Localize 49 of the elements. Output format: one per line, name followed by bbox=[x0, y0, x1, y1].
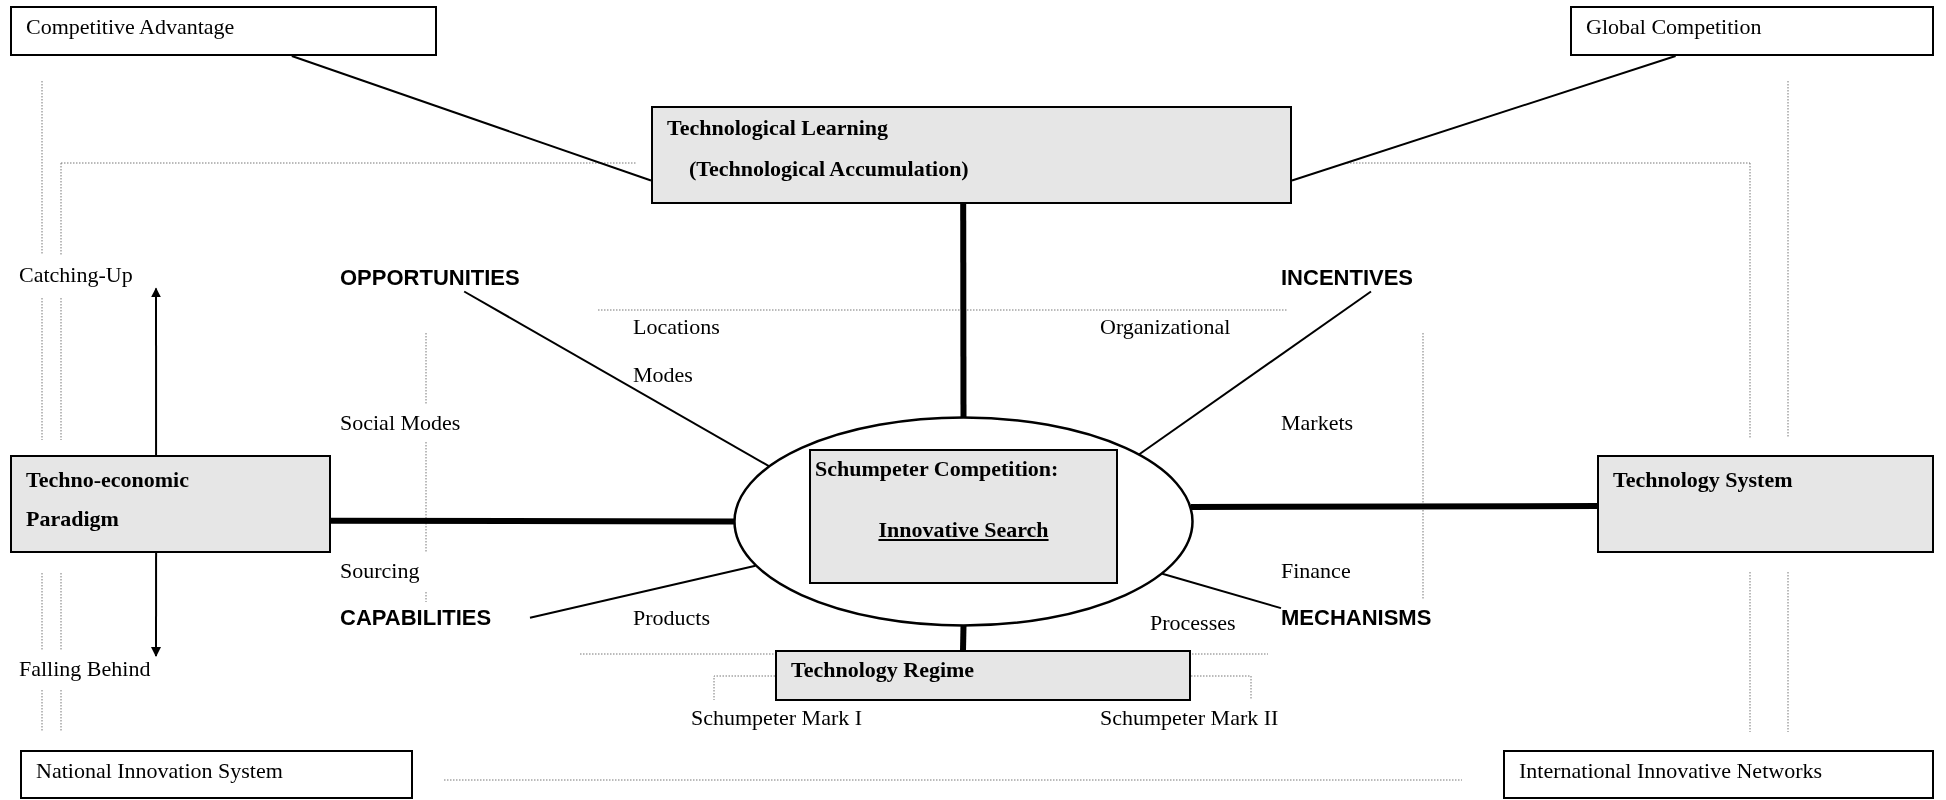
box-text: (Technological Accumulation) bbox=[689, 154, 969, 183]
box-text: Techno-economic Paradigm bbox=[26, 466, 190, 533]
concept-box bbox=[809, 449, 1118, 584]
connector-line bbox=[1161, 572, 1282, 610]
connector-line bbox=[331, 517, 734, 525]
concept-box bbox=[10, 6, 437, 56]
connector-line bbox=[1190, 503, 1597, 510]
concept-box bbox=[1570, 6, 1934, 56]
factor-label: Products bbox=[633, 605, 710, 632]
box-text: Innovative Search bbox=[878, 515, 1049, 544]
factor-label: Sourcing bbox=[340, 558, 420, 585]
connector-line bbox=[463, 290, 770, 468]
factor-label: Markets bbox=[1281, 410, 1354, 437]
connector-line bbox=[960, 204, 967, 417]
category-heading: MECHANISMS bbox=[1281, 604, 1471, 632]
concept-box bbox=[1503, 750, 1934, 799]
connector-line bbox=[529, 564, 757, 619]
factor-label: Organizational bbox=[1100, 314, 1231, 341]
concept-box bbox=[775, 650, 1191, 701]
box-text: Global Competition bbox=[1586, 13, 1762, 41]
arrow bbox=[151, 287, 161, 456]
factor-label: Finance bbox=[1281, 558, 1351, 585]
factor-label: Modes bbox=[633, 362, 693, 389]
box-text: International Innovative Networks bbox=[1519, 757, 1822, 785]
box-text: Competitive Advantage bbox=[26, 13, 235, 41]
box-text: Schumpeter Competition: bbox=[815, 455, 1059, 483]
factor-label: Locations bbox=[633, 314, 720, 341]
box-text: Technological Learning bbox=[667, 114, 889, 142]
concept-box bbox=[10, 455, 331, 553]
category-heading: OPPORTUNITIES bbox=[340, 264, 570, 292]
concept-box bbox=[1597, 455, 1934, 553]
box-text: National Innovation System bbox=[36, 757, 283, 785]
concept-label: Catching-Up bbox=[19, 262, 164, 289]
factor-label: Social Modes bbox=[340, 410, 461, 437]
factor-label: Schumpeter Mark I bbox=[691, 705, 863, 732]
arrow bbox=[151, 552, 161, 657]
connector-line bbox=[1138, 290, 1372, 456]
category-heading: INCENTIVES bbox=[1281, 264, 1461, 292]
connector-line bbox=[960, 625, 967, 651]
concept-box bbox=[651, 106, 1292, 204]
factor-label: Processes bbox=[1150, 610, 1236, 637]
category-heading: CAPABILITIES bbox=[340, 604, 530, 632]
box-text: Technology Regime bbox=[791, 656, 975, 684]
concept-box bbox=[20, 750, 413, 799]
connector-line bbox=[290, 55, 652, 182]
concept-label: Falling Behind bbox=[19, 656, 179, 683]
box-text: Technology System bbox=[1613, 466, 1793, 494]
connector-line bbox=[1291, 55, 1677, 182]
factor-label: Schumpeter Mark II bbox=[1100, 705, 1279, 732]
